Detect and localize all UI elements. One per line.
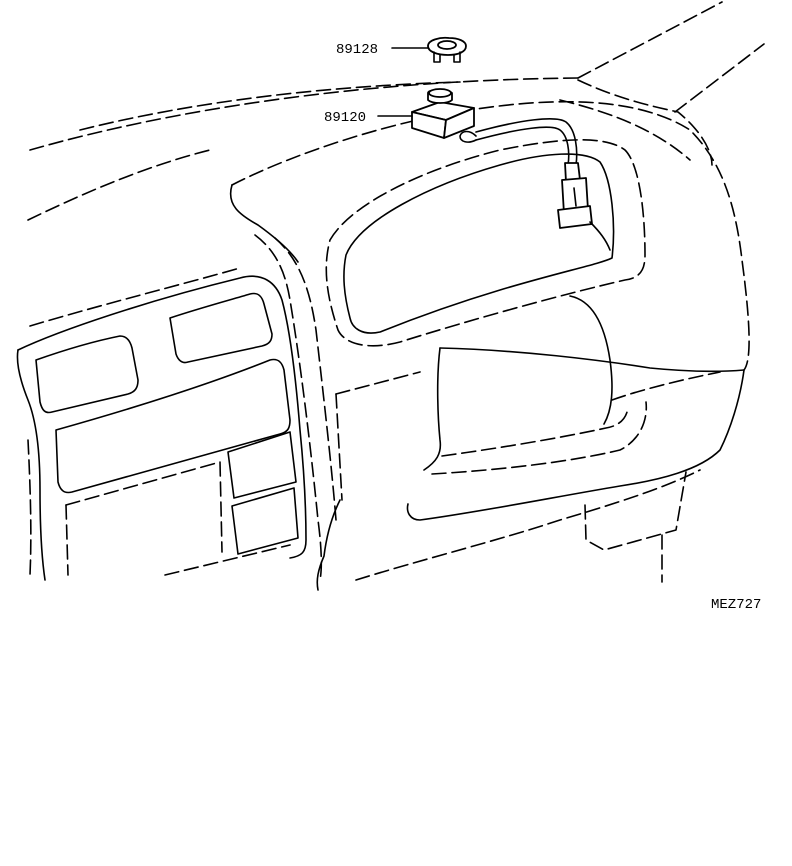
sensor-part-89120 <box>377 88 475 139</box>
sensor-part-label: 89120 <box>324 110 366 126</box>
wire-harness <box>459 118 611 251</box>
lower-dashboard <box>316 295 745 591</box>
windshield-outline <box>29 1 765 151</box>
clip-part-89128 <box>391 36 467 63</box>
center-console <box>16 234 337 581</box>
meter-hood <box>325 139 646 347</box>
diagram-code-label: MEZ727 <box>711 597 761 613</box>
dashboard-top <box>27 79 750 373</box>
clip-part-label: 89128 <box>336 42 378 58</box>
